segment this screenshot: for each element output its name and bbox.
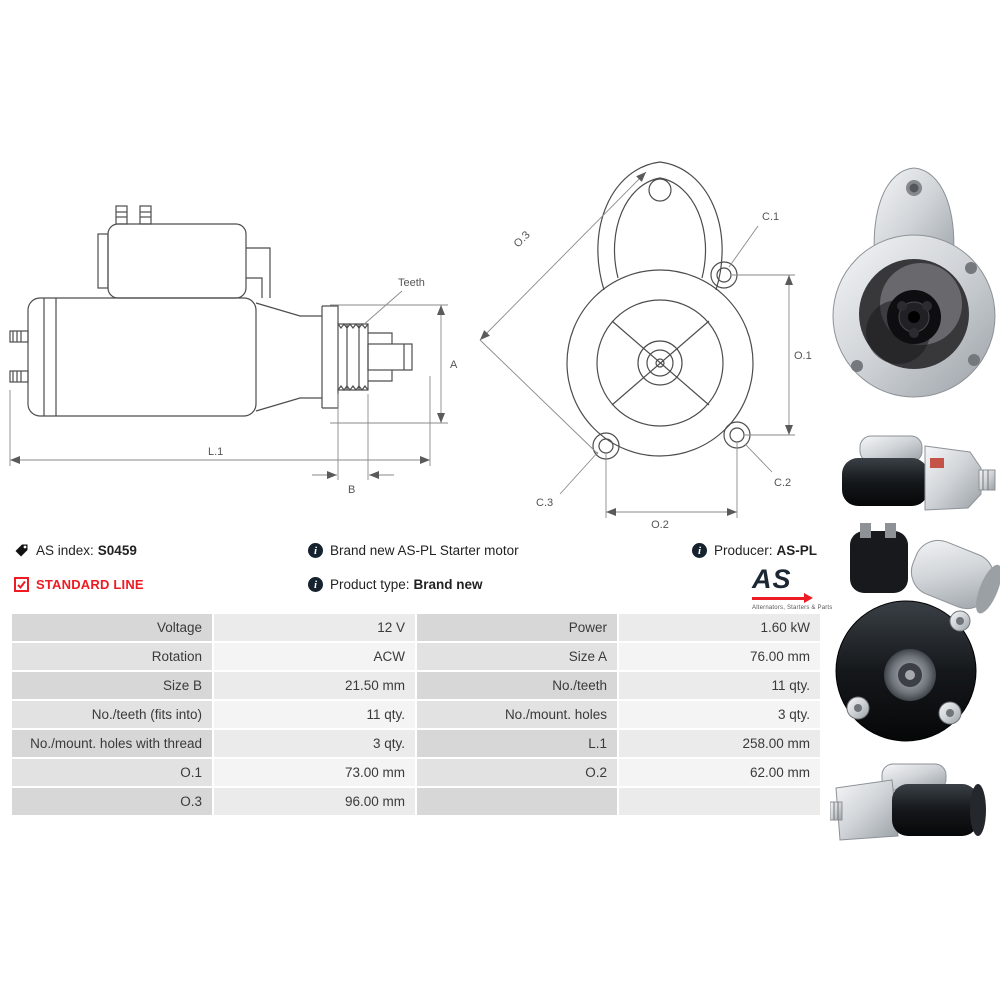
product-type-row: i Product type: Brand new xyxy=(308,577,483,592)
front-view-labels-group: C.1 C.2 C.3 O.1 O.2 O.3 xyxy=(512,211,812,531)
dim-label-a: A xyxy=(450,359,458,371)
spec-cell-label-left: O.1 xyxy=(10,757,214,788)
spec-cell-value-left: 12 V xyxy=(212,612,417,643)
dim-label-c2: C.2 xyxy=(774,477,791,489)
dim-label-teeth: Teeth xyxy=(398,277,425,289)
producer-value: AS-PL xyxy=(776,543,818,558)
spec-cell-value-left: 11 qty. xyxy=(212,699,417,730)
as-index-label: AS index: xyxy=(36,543,94,558)
dim-label-o2: O.2 xyxy=(651,519,669,531)
spec-cell-value-left: 73.00 mm xyxy=(212,757,417,788)
technical-drawings: Teeth A L.1 B xyxy=(9,161,812,531)
spec-cell-label-left: No./teeth (fits into) xyxy=(10,699,214,730)
spec-cell-value-right: 258.00 mm xyxy=(617,728,822,759)
as-pl-logo-text: AS xyxy=(752,564,792,594)
dim-label-c1: C.1 xyxy=(762,211,779,223)
spec-cell-label-left: No./mount. holes with thread xyxy=(10,728,214,759)
spec-cell-value-left: 96.00 mm xyxy=(212,786,417,817)
dim-label-l1: L.1 xyxy=(208,446,223,458)
producer-label: Producer: xyxy=(714,543,773,558)
dim-label-c3: C.3 xyxy=(536,497,553,509)
front-view-dimensions xyxy=(479,171,795,518)
spec-cell-value-right xyxy=(617,786,822,817)
as-pl-logo: AS Alternators, Starters & Parts xyxy=(752,566,842,611)
spec-cell-value-left: ACW xyxy=(212,641,417,672)
spec-cell-label-right xyxy=(415,786,619,817)
spec-cell-value-right: 76.00 mm xyxy=(617,641,822,672)
product-type-value: Brand new xyxy=(413,577,483,592)
tag-icon xyxy=(14,543,29,558)
as-index-row: AS index: S0459 xyxy=(14,543,137,558)
spec-cell-label-left: O.3 xyxy=(10,786,214,817)
as-pl-logo-subtext: Alternators, Starters & Parts xyxy=(752,605,833,611)
side-view-labels: Teeth A L.1 B xyxy=(208,277,458,496)
spec-cell-label-left: Rotation xyxy=(10,641,214,672)
spec-cell-value-left: 21.50 mm xyxy=(212,670,417,701)
product-photo-rear[interactable] xyxy=(828,523,1000,761)
dim-label-o3: O.3 xyxy=(512,229,533,250)
standard-line-row: STANDARD LINE xyxy=(14,577,144,592)
description-row: i Brand new AS-PL Starter motor xyxy=(308,543,519,558)
spec-cell-label-right: O.2 xyxy=(415,757,619,788)
side-view-dimensions xyxy=(9,290,448,480)
dim-label-o1: O.1 xyxy=(794,350,812,362)
info-icon: i xyxy=(308,577,323,592)
spec-cell-label-left: Voltage xyxy=(10,612,214,643)
spec-row: No./teeth (fits into)11 qty.No./mount. h… xyxy=(10,699,822,730)
description-text: Brand new AS-PL Starter motor xyxy=(330,543,519,558)
spec-cell-label-right: L.1 xyxy=(415,728,619,759)
info-icon: i xyxy=(692,543,707,558)
spec-cell-value-right: 11 qty. xyxy=(617,670,822,701)
producer-row: i Producer: AS-PL xyxy=(692,543,817,558)
spec-cell-label-right: Power xyxy=(415,612,619,643)
front-view-drawing xyxy=(566,161,754,460)
spec-cell-value-right: 3 qty. xyxy=(617,699,822,730)
info-icon: i xyxy=(308,543,323,558)
product-photo-side-2[interactable] xyxy=(830,758,998,858)
logo-arrow-icon xyxy=(804,593,813,603)
side-view-drawing xyxy=(9,205,413,417)
standard-line-label: STANDARD LINE xyxy=(36,577,144,592)
spec-cell-value-left: 3 qty. xyxy=(212,728,417,759)
spec-cell-value-right: 62.00 mm xyxy=(617,757,822,788)
product-photo-front[interactable] xyxy=(828,146,1000,428)
as-pl-logo-underline xyxy=(752,593,842,603)
dim-label-b: B xyxy=(348,484,355,496)
spec-cell-label-right: Size A xyxy=(415,641,619,672)
product-photo-side-1[interactable] xyxy=(830,428,998,523)
checked-checkbox-icon xyxy=(14,577,29,592)
spec-cell-label-right: No./teeth xyxy=(415,670,619,701)
spec-cell-label-left: Size B xyxy=(10,670,214,701)
as-index-value: S0459 xyxy=(97,543,137,558)
spec-cell-value-right: 1.60 kW xyxy=(617,612,822,643)
spec-cell-label-right: No./mount. holes xyxy=(415,699,619,730)
product-type-label: Product type: xyxy=(330,577,410,592)
